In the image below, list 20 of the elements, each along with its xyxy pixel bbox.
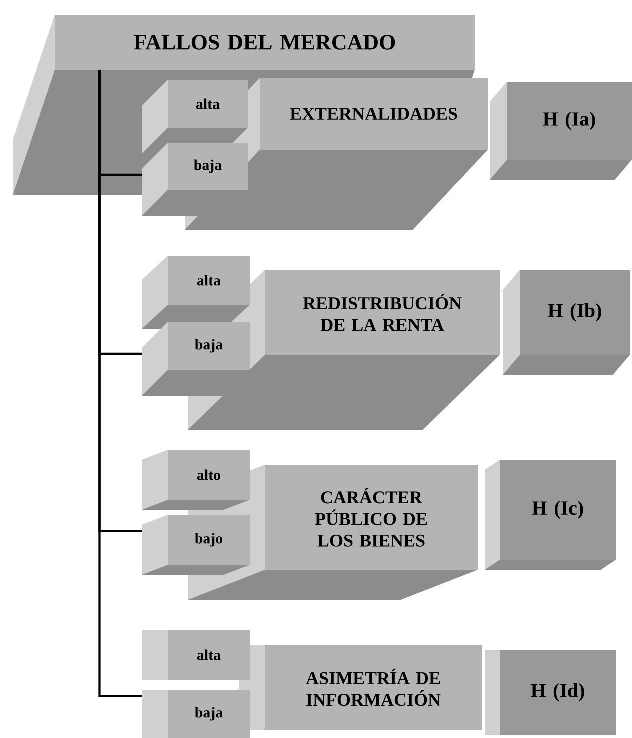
title-block: FALLOS DEL MERCADO xyxy=(55,15,475,70)
level-block: baja xyxy=(142,690,250,738)
hypothesis-block: H (Ic) xyxy=(485,460,616,570)
hypothesis-block: H (Id) xyxy=(485,650,616,735)
level-block: alta xyxy=(142,630,250,680)
level-block: baja xyxy=(142,322,250,396)
node-label: alta xyxy=(196,98,220,110)
node-label: REDISTRIBUCIÓN DE LA RENTA xyxy=(303,294,462,332)
level-block: alto xyxy=(142,450,250,510)
level-block: alta xyxy=(142,256,250,329)
connector-line xyxy=(98,70,142,698)
node-label: CARÁCTER PÚBLICO DE LOS BIENES xyxy=(315,488,428,547)
node-label: ASIMETRÍA DE INFORMACIÓN xyxy=(306,668,441,706)
level-block: baja xyxy=(142,143,248,216)
hypothesis-block: H (Ia) xyxy=(490,82,632,180)
hypothesis-block: H (Ib) xyxy=(503,270,630,375)
level-block: bajo xyxy=(142,515,250,575)
node-label: EXTERNALIDADES xyxy=(290,108,458,120)
node-label: alta xyxy=(197,275,221,286)
category-block: ASIMETRÍA DE INFORMACIÓN xyxy=(239,645,482,730)
